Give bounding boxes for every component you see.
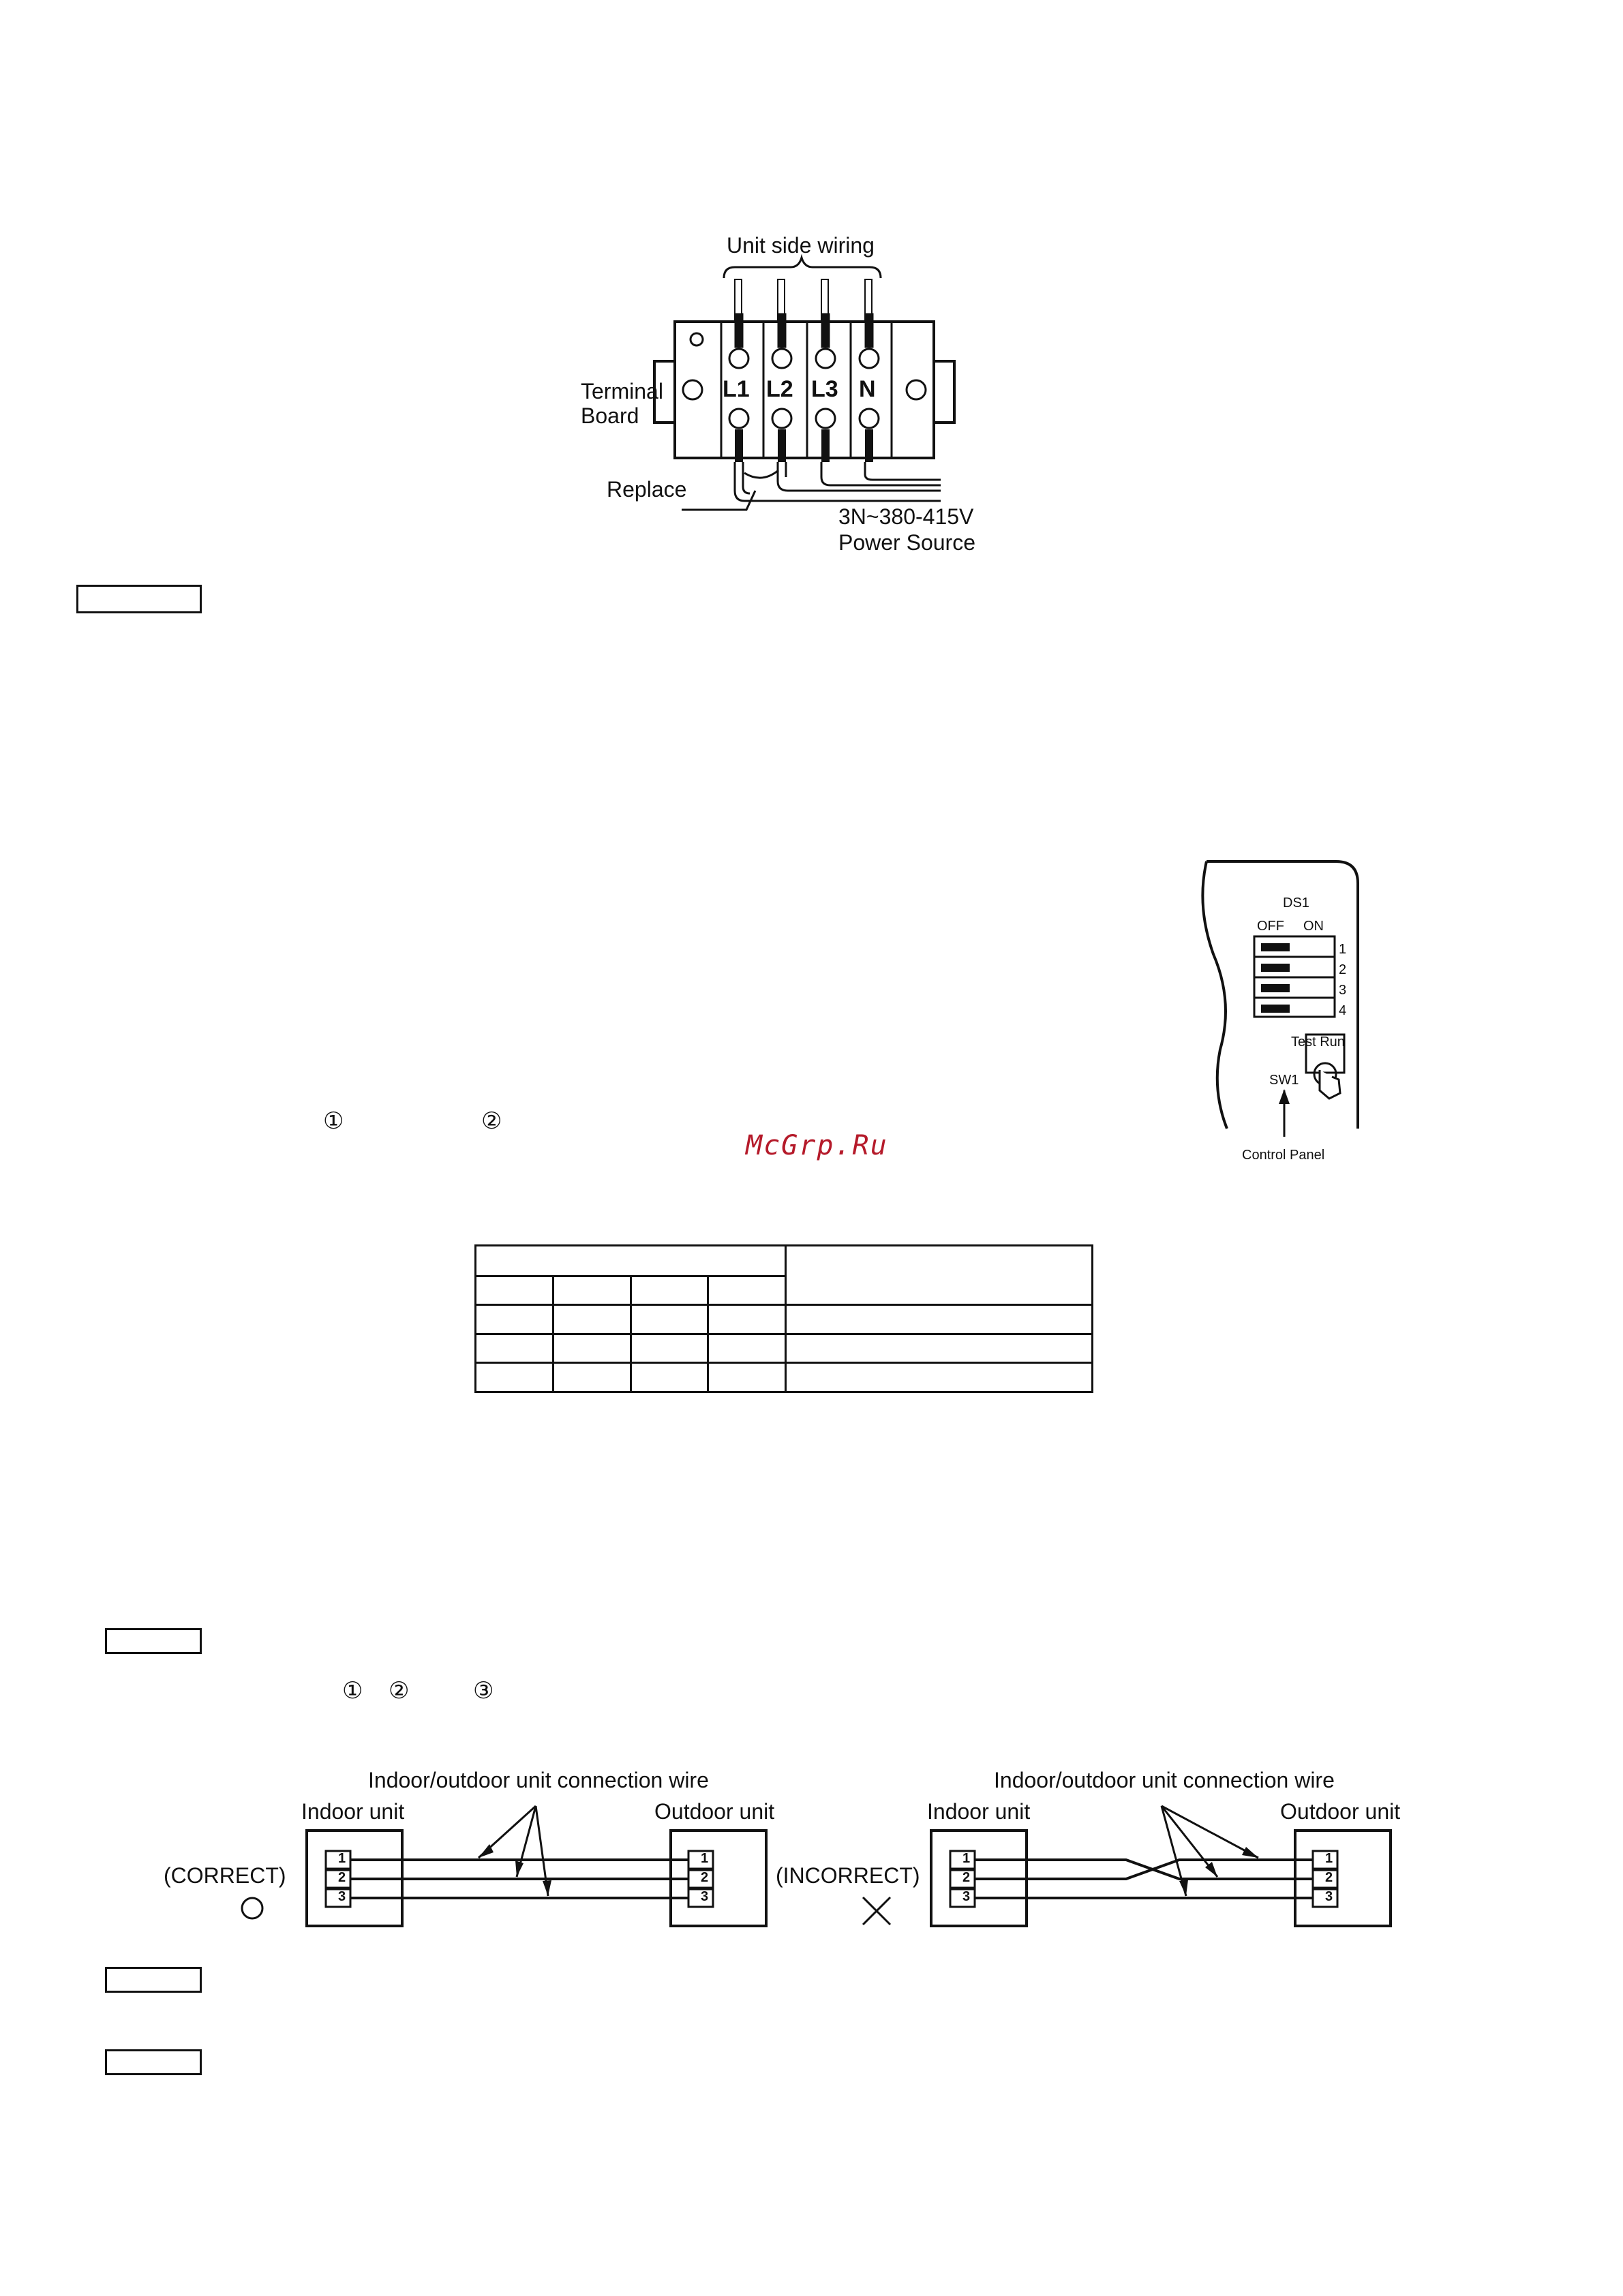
outdoor-terminal-1-incorrect: 1 [1325, 1851, 1333, 1866]
section-heading-box-1 [76, 585, 202, 613]
terminal-label-n: N [859, 376, 876, 402]
replace-label: Replace [607, 477, 687, 502]
indoor-unit-label-incorrect: Indoor unit [927, 1799, 1031, 1824]
section-heading-box-2 [105, 1628, 202, 1654]
indoor-terminal-1: 1 [338, 1851, 346, 1866]
indoor-terminal-1-incorrect: 1 [962, 1851, 971, 1866]
section-heading-box-4 [105, 2049, 202, 2075]
switch-number-3: 3 [1339, 983, 1347, 998]
wire-label-correct: Indoor/outdoor unit connection wire [368, 1768, 709, 1792]
switch-number-2: 2 [1339, 962, 1347, 977]
indoor-terminal-2: 2 [338, 1870, 346, 1885]
control-panel-caption: Control Panel [1242, 1148, 1325, 1163]
wire-label-incorrect: Indoor/outdoor unit connection wire [994, 1768, 1335, 1792]
indoor-unit-label-correct: Indoor unit [301, 1799, 405, 1824]
circled-marker-2b: ② [389, 1678, 410, 1704]
power-source-label: Power Source [838, 530, 975, 555]
circled-marker-1: ① [323, 1108, 344, 1134]
on-label: ON [1303, 919, 1324, 934]
table-cell [474, 1274, 554, 1306]
test-run-label: Test Run [1291, 1035, 1345, 1050]
circled-marker-1b: ① [342, 1678, 363, 1704]
unit-side-wiring-label: Unit side wiring [727, 233, 875, 258]
section-heading-box-3 [105, 1967, 202, 1993]
outdoor-terminal-2-incorrect: 2 [1325, 1870, 1333, 1885]
outdoor-unit-label-correct: Outdoor unit [654, 1799, 775, 1824]
indoor-terminal-3: 3 [338, 1889, 346, 1904]
terminal-label-l2: L2 [766, 376, 793, 402]
outdoor-unit-label-incorrect: Outdoor unit [1280, 1799, 1401, 1824]
table-row [474, 1332, 1093, 1364]
correct-label: (CORRECT) [164, 1863, 286, 1888]
table-header-cell [474, 1244, 787, 1277]
off-label: OFF [1257, 919, 1284, 934]
table-cell [551, 1274, 632, 1306]
circled-marker-3b: ③ [473, 1678, 494, 1704]
dip-switch-table [474, 1244, 1093, 1393]
table-cell [629, 1274, 710, 1306]
indoor-terminal-2-incorrect: 2 [962, 1870, 971, 1885]
table-header-cell [785, 1244, 1093, 1306]
ds1-label: DS1 [1283, 896, 1309, 910]
outdoor-terminal-2: 2 [701, 1870, 709, 1885]
switch-number-4: 4 [1339, 1003, 1347, 1018]
table-row [474, 1304, 1093, 1335]
table-cell [707, 1274, 787, 1306]
power-source-voltage: 3N~380-415V [838, 504, 974, 529]
outdoor-terminal-3: 3 [701, 1889, 709, 1904]
terminal-label-l1: L1 [723, 376, 750, 402]
terminal-board-label: Terminal [581, 379, 663, 403]
watermark: McGrp.Ru [746, 1130, 888, 1161]
terminal-board-label-2: Board [581, 403, 639, 428]
outdoor-terminal-1: 1 [701, 1851, 709, 1866]
table-row [474, 1362, 1093, 1393]
sw1-label: SW1 [1269, 1073, 1299, 1088]
indoor-terminal-3-incorrect: 3 [962, 1889, 971, 1904]
outdoor-terminal-3-incorrect: 3 [1325, 1889, 1333, 1904]
terminal-label-l3: L3 [811, 376, 838, 402]
circled-marker-2: ② [481, 1108, 502, 1134]
switch-number-1: 1 [1339, 942, 1347, 957]
incorrect-label: (INCORRECT) [776, 1863, 920, 1888]
